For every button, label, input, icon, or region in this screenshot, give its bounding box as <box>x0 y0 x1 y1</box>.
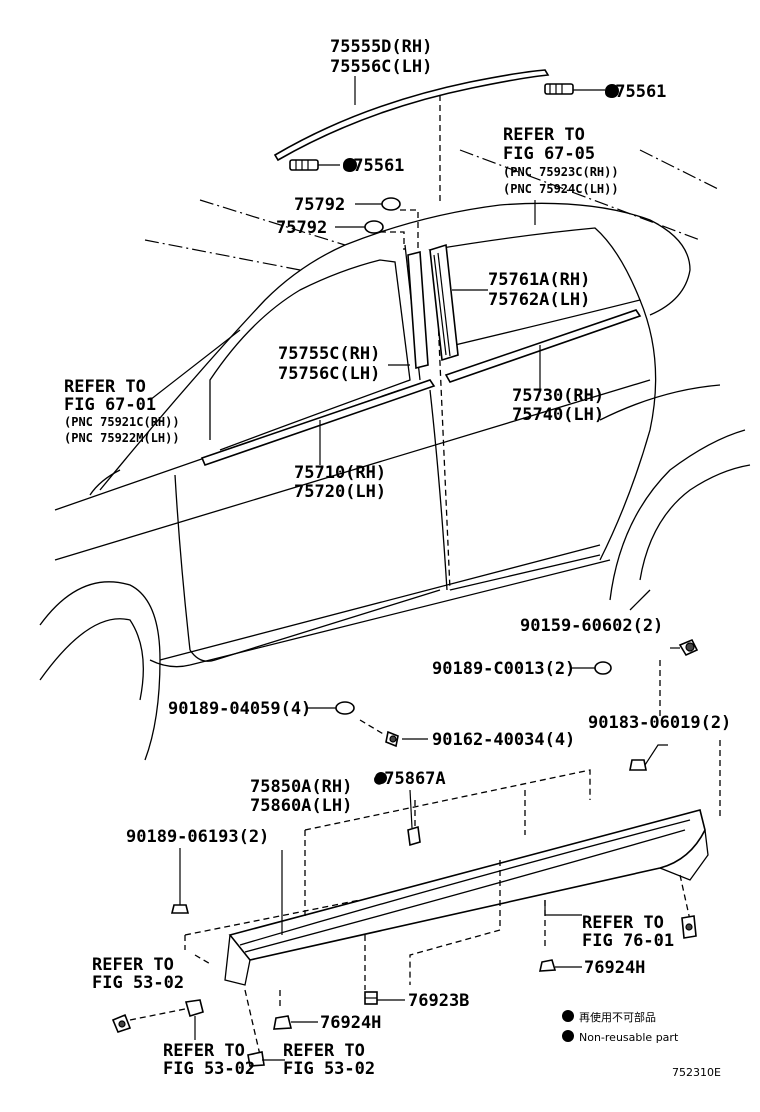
label-refer-53-02-bl-a: REFER TO <box>163 1041 245 1061</box>
label-pnc-75922m: (PNC 75922M(LH)) <box>64 431 180 445</box>
belt-moulding-75710 <box>200 379 436 466</box>
legend-text-en: Non-reusable part <box>579 1031 679 1044</box>
car-body-outline <box>39 149 751 761</box>
label-refer-53-02-left-a: REFER TO <box>92 955 174 975</box>
bullet-75867a <box>375 772 387 784</box>
label-75556c: 75556C(LH) <box>330 57 432 77</box>
label-refer-53-02-left-b: FIG 53-02 <box>92 973 184 993</box>
label-75867a: ●75867A <box>374 769 446 789</box>
clip-90189-06193-icon <box>170 904 190 914</box>
bullet-75561-top <box>605 84 619 98</box>
label-pnc-75923c: (PNC 75923C(RH)) <box>503 165 619 179</box>
label-refer-53-02-bc-b: FIG 53-02 <box>283 1059 375 1079</box>
label-75555d: 75555D(RH) <box>330 37 432 57</box>
label-75860a: 75860A(LH) <box>250 796 352 816</box>
label-pnc-75924c: (PNC 75924C(LH)) <box>503 182 619 196</box>
legend-text-jp: 再使用不可部品 <box>579 1010 656 1024</box>
label-90159: 90159-60602(2) <box>520 616 663 636</box>
screw-90162-icon <box>385 730 399 748</box>
clip-90183-icon <box>629 759 647 771</box>
label-75792-a: 75792 <box>294 195 345 215</box>
clip-75561-mid-icon <box>289 159 319 171</box>
label-76924h-right: 76924H <box>584 958 645 978</box>
fastener-left-icon <box>111 1013 132 1033</box>
label-75720: 75720(LH) <box>294 482 386 502</box>
label-refer-67-01-a: REFER TO <box>64 377 146 397</box>
rocker-panel-75850a <box>224 809 709 986</box>
bullet-75561-mid <box>343 158 357 172</box>
belt-moulding-75730 <box>444 309 642 383</box>
clip-90189-04059-icon <box>335 701 355 715</box>
label-75730: 75730(RH) <box>512 386 604 406</box>
figure-code: 752310E <box>672 1066 721 1079</box>
label-90189-06193: 90189-06193(2) <box>126 827 269 847</box>
label-90189-c0013: 90189-C0013(2) <box>432 659 575 679</box>
label-75740: 75740(LH) <box>512 405 604 425</box>
roof-drip-moulding <box>273 69 550 162</box>
label-76923b: 76923B <box>408 991 469 1011</box>
label-refer-76-01-b: FIG 76-01 <box>582 931 674 951</box>
label-refer-76-01-a: REFER TO <box>582 913 664 933</box>
clip-76923b-icon <box>364 991 378 1005</box>
label-refer-53-02-bc-a: REFER TO <box>283 1041 365 1061</box>
clip-76924h-right-icon <box>538 959 557 972</box>
label-75561-mid: ●75561 <box>343 156 404 176</box>
label-refer-67-05-b: FIG 67-05 <box>503 144 595 164</box>
label-76924h-left: 76924H <box>320 1013 381 1033</box>
fastener-bottom-icon <box>247 1051 265 1067</box>
clip-75561-top-icon <box>544 83 574 95</box>
screw-90159-icon <box>678 638 699 657</box>
label-75755c: 75755C(RH) <box>278 344 380 364</box>
clip-75792-a-icon <box>381 197 401 211</box>
label-refer-67-05-a: REFER TO <box>503 125 585 145</box>
clip-90189-c0013-icon <box>594 661 612 675</box>
pillar-garnish-75755c <box>407 250 429 370</box>
clip-75867a-icon <box>407 825 421 847</box>
label-refer-67-01-b: FIG 67-01 <box>64 395 156 415</box>
label-pnc-75921c: (PNC 75921C(RH)) <box>64 415 180 429</box>
label-90189-04059: 90189-04059(4) <box>168 699 311 719</box>
clip-75792-b-icon <box>364 220 384 234</box>
clip-76924h-left-icon <box>273 1015 293 1030</box>
label-75561-top: ●75561 <box>605 82 666 102</box>
clip-refer-76-01-icon <box>681 915 697 939</box>
label-75756c: 75756C(LH) <box>278 364 380 384</box>
label-75710: 75710(RH) <box>294 463 386 483</box>
label-75850a: 75850A(RH) <box>250 777 352 797</box>
fastener-center-icon <box>184 999 204 1018</box>
label-90162: 90162-40034(4) <box>432 730 575 750</box>
label-75792-b: 75792 <box>276 218 327 238</box>
label-75761a: 75761A(RH) <box>488 270 590 290</box>
legend-dot-jp <box>562 1010 574 1022</box>
label-90183: 90183-06019(2) <box>588 713 731 733</box>
label-refer-53-02-bl-b: FIG 53-02 <box>163 1059 255 1079</box>
legend-dot-en <box>562 1030 574 1042</box>
label-75762a: 75762A(LH) <box>488 290 590 310</box>
